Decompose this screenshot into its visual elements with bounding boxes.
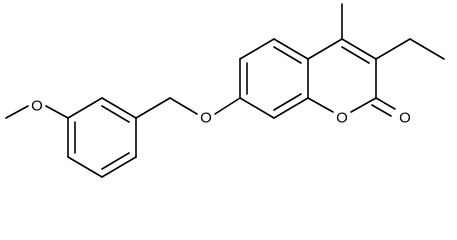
bond-a4-a5-inner — [101, 152, 130, 170]
bond-a2-a3-inner — [101, 105, 130, 123]
bond-ethyl-ch2-ch3 — [409, 38, 445, 60]
bond-carbonyl-2 — [371, 104, 392, 117]
bond-c5-c4a — [273, 38, 309, 60]
bond-a4-a5 — [101, 156, 137, 178]
atom-label-ring-o: O — [336, 110, 348, 127]
bond-c8a-c8 — [273, 97, 309, 119]
bond-c4-c3 — [341, 38, 377, 60]
bond-a1-a2 — [67, 97, 103, 119]
bond-ch2-o — [169, 97, 198, 115]
atom-label-ether-o: O — [200, 110, 212, 127]
bond-o1-c8a — [307, 97, 334, 113]
bond-carbonyl-1 — [375, 97, 396, 110]
bond-o-ring — [45, 105, 69, 119]
bond-ring-ch2 — [135, 97, 171, 119]
bond-c3-ethyl-ch2 — [375, 38, 411, 60]
bond-c4-c3-inner — [341, 46, 370, 64]
bond-c6-c5 — [239, 38, 275, 60]
bond-a5-a6 — [67, 156, 103, 178]
bond-c5-c4a-inner — [273, 46, 302, 64]
bond-c8-c7 — [239, 97, 275, 119]
molecule-drawing: O O O O — [5, 3, 445, 178]
bond-methyl-o — [5, 105, 29, 119]
atom-label-methoxy-o: O — [31, 98, 43, 115]
bond-c8a-c8-inner — [273, 93, 302, 111]
atom-label-carbonyl-o: O — [399, 110, 411, 127]
bond-o-coumarin — [214, 97, 241, 115]
bond-c4a-c4 — [307, 38, 343, 60]
bond-a2-a3 — [101, 97, 137, 119]
bond-c2-o1 — [350, 97, 377, 113]
structure-diagram: O O O O — [5, 3, 445, 178]
